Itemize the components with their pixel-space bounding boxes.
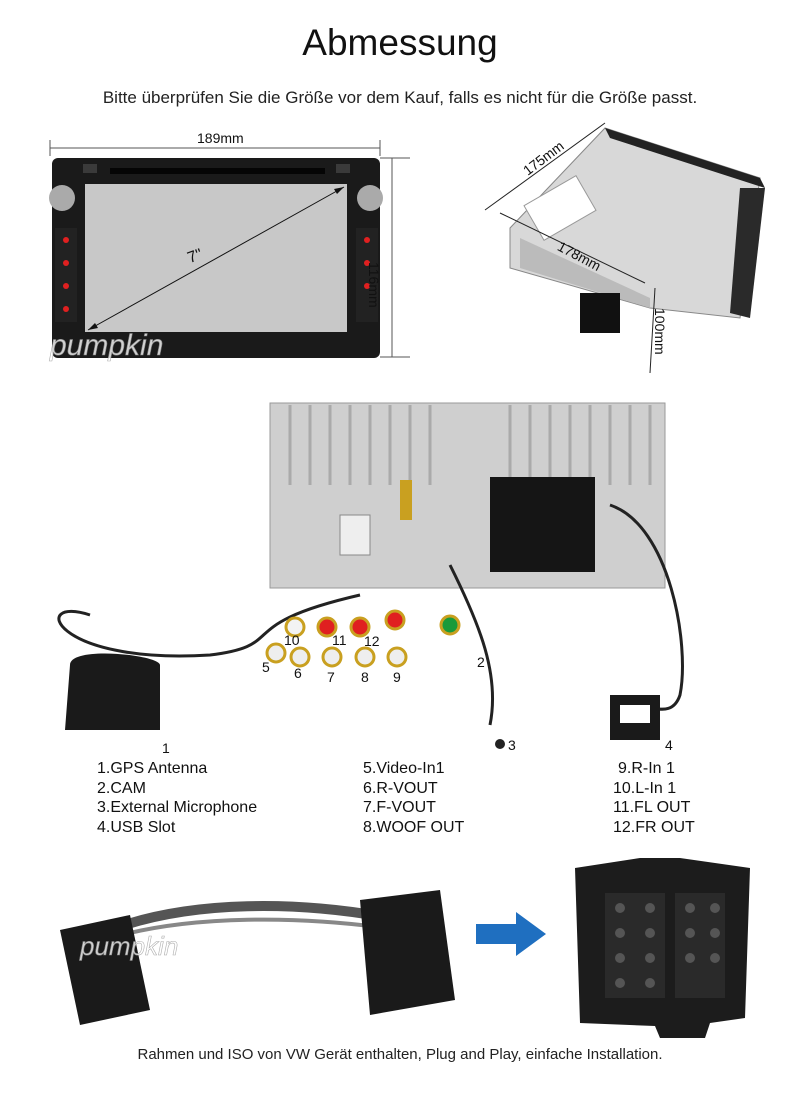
- legend-item: 3.External Microphone: [97, 799, 258, 816]
- legend-item: 11.FL OUT: [613, 799, 691, 816]
- front-width-label: 189mm: [197, 130, 244, 146]
- callout-9: 9: [393, 669, 401, 685]
- callout-7: 7: [327, 669, 335, 685]
- legend-column-1: 1.GPS Antenna 2.CAM 3.External Microphon…: [97, 759, 257, 837]
- head-unit-front-image: pumpkin: [49, 140, 410, 362]
- legend-item: 8.WOOF OUT: [363, 818, 465, 836]
- callout-6: 6: [294, 665, 302, 681]
- callout-1: 1: [162, 740, 170, 756]
- legend-item: 10.L-In 1: [613, 779, 677, 797]
- svg-text:pumpkin: pumpkin: [79, 931, 178, 961]
- page-title: Abmessung: [302, 22, 498, 63]
- legend-item: 7.F-VOUT: [363, 799, 436, 816]
- legend-item: 9.R-In 1: [618, 760, 675, 777]
- side-height-label: 100mm: [652, 308, 668, 355]
- iso-connector-image: [575, 858, 750, 1038]
- iso-harness-image: pumpkin: [60, 890, 455, 1025]
- callout-10: 10: [284, 632, 300, 648]
- legend-item: 1.GPS Antenna: [97, 760, 208, 777]
- footer-note: Rahmen und ISO von VW Gerät enthalten, P…: [137, 1046, 663, 1063]
- legend-column-3: 9.R-In 1 10.L-In 1 11.FL OUT 12.FR OUT: [613, 759, 695, 837]
- head-unit-chassis-image: [484, 122, 765, 374]
- callout-8: 8: [361, 669, 369, 685]
- page-subtitle: Bitte überprüfen Sie die Größe vor dem K…: [102, 88, 698, 107]
- callout-5: 5: [262, 659, 270, 675]
- rear-connections-image: [57, 402, 684, 749]
- front-height-label: 116mm: [366, 262, 382, 308]
- callout-4: 4: [665, 737, 673, 753]
- legend-item: 6.R-VOUT: [363, 779, 438, 797]
- callout-2: 2: [477, 654, 485, 670]
- legend-item: 2.CAM: [97, 779, 146, 797]
- arrow-right-icon: [476, 912, 546, 956]
- svg-text:pumpkin: pumpkin: [49, 329, 163, 362]
- legend-item: 4.USB Slot: [97, 818, 176, 836]
- callout-11: 11: [332, 632, 347, 648]
- callout-3: 3: [508, 737, 516, 753]
- legend-item: 5.Video-In1: [363, 760, 445, 777]
- callout-12: 12: [364, 633, 380, 649]
- legend-item: 12.FR OUT: [613, 818, 695, 836]
- legend-column-2: 5.Video-In1 6.R-VOUT 7.F-VOUT 8.WOOF OUT: [363, 759, 464, 837]
